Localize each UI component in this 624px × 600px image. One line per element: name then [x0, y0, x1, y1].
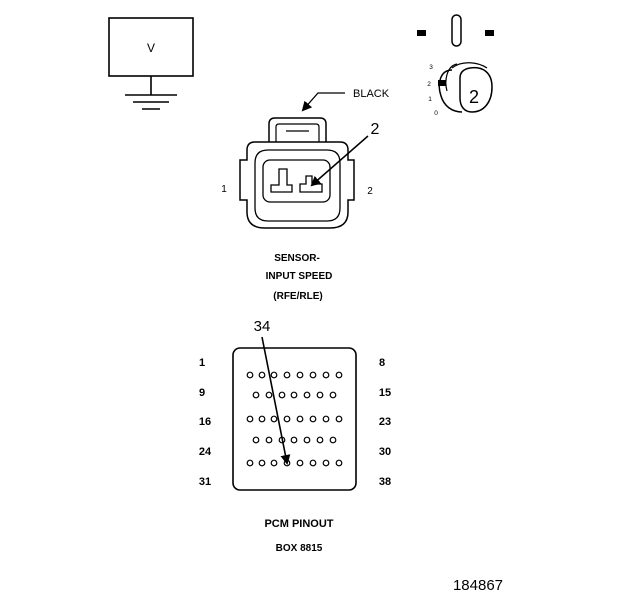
- wire-color-label: BLACK: [353, 88, 390, 100]
- row-label-right: 38: [379, 476, 391, 488]
- pin-cavity: [283, 371, 291, 379]
- pin-cavity: [246, 415, 254, 423]
- pin-cavity: [296, 371, 304, 379]
- pin-cavity: [329, 391, 337, 399]
- row-label-left: 1: [199, 357, 205, 369]
- key-selector-icon: 3 2 1 0 2: [417, 14, 494, 117]
- pcm-pin-callout: 34: [254, 318, 271, 335]
- row-label-right: 23: [379, 416, 391, 428]
- pin-cavity: [322, 415, 330, 423]
- voltmeter: V: [108, 17, 194, 110]
- key-selected-position: 2: [469, 87, 479, 107]
- pin-cavity: [252, 391, 260, 399]
- voltmeter-label: V: [147, 41, 155, 55]
- pin-cavity: [322, 371, 330, 379]
- key-position-label: 2: [427, 81, 431, 88]
- key-position-label: 1: [428, 96, 432, 103]
- row-label-left: 9: [199, 387, 205, 399]
- pin-cavity: [246, 459, 254, 467]
- pcm-caption: BOX 8815: [276, 543, 323, 554]
- terminal-1: [270, 168, 293, 193]
- ground-icon: [125, 94, 177, 110]
- pin-cavity: [335, 415, 343, 423]
- sensor-caption: SENSOR-: [274, 253, 320, 264]
- sensor-pin-1-label: 1: [221, 184, 227, 195]
- row-label-right: 30: [379, 446, 391, 458]
- sensor-caption: INPUT SPEED: [266, 271, 333, 282]
- pin-cavity: [270, 371, 278, 379]
- pin-cavity: [246, 371, 254, 379]
- row-label-right: 15: [379, 387, 391, 399]
- pin-cavity: [303, 436, 311, 444]
- pin-cavity: [316, 436, 324, 444]
- key-position-label: 3: [429, 64, 433, 71]
- pin-cavity: [270, 415, 278, 423]
- pin-cavity: [309, 371, 317, 379]
- sensor-pin-callout: 2: [371, 121, 380, 138]
- pin-grid: [246, 371, 343, 467]
- pin-cavity: [283, 415, 291, 423]
- pin-cavity: [296, 415, 304, 423]
- row-label-right: 8: [379, 357, 385, 369]
- pin-cavity: [278, 391, 286, 399]
- sensor-connector: BLACK 2 1 2 SENSOR- INPUT SPEED (RFE/RLE…: [221, 88, 390, 302]
- pin-cavity: [258, 459, 266, 467]
- pcm-connector-body: [232, 347, 357, 491]
- pin-cavity: [258, 371, 266, 379]
- pin-cavity: [252, 436, 260, 444]
- pcm-caption: PCM PINOUT: [264, 518, 333, 530]
- pin-cavity: [335, 371, 343, 379]
- pin-cavity: [322, 459, 330, 467]
- key-position-label: 0: [434, 110, 438, 117]
- pin-cavity: [265, 436, 273, 444]
- pcm-pinout: 34 1 9 16 24 31 8 15 23 30 38 PCM PINOUT…: [199, 318, 391, 554]
- pin-cavity: [258, 415, 266, 423]
- sensor-pin-2-label: 2: [367, 186, 373, 197]
- pin-cavity: [309, 415, 317, 423]
- pin-cavity: [335, 459, 343, 467]
- pin-cavity: [265, 391, 273, 399]
- pin-cavity: [296, 459, 304, 467]
- pin-cavity: [309, 459, 317, 467]
- pin-cavity: [290, 391, 298, 399]
- row-label-left: 31: [199, 476, 211, 488]
- pin-cavity: [329, 436, 337, 444]
- pin-cavity: [316, 391, 324, 399]
- row-label-left: 16: [199, 416, 211, 428]
- row-label-left: 24: [199, 446, 212, 458]
- figure-number: 184867: [453, 577, 503, 594]
- pin-cavity: [290, 436, 298, 444]
- pin-cavity: [303, 391, 311, 399]
- sensor-caption: (RFE/RLE): [273, 291, 322, 302]
- pin-cavity: [270, 459, 278, 467]
